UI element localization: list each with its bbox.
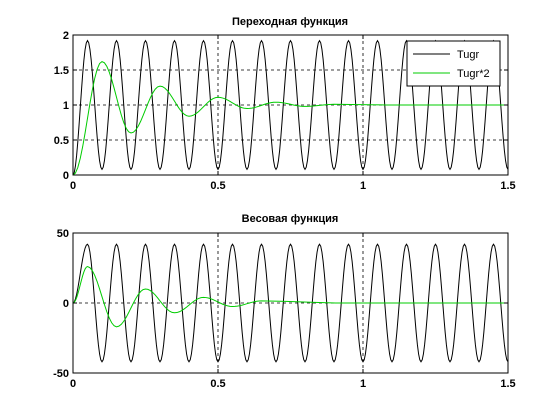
tick-label-y: 1.5 xyxy=(54,65,69,77)
tick-label-x: 0 xyxy=(70,180,76,192)
axes-step-response: 0 0.5 1 1.5 0 0.5 1 1.5 2 Переходная функция Tug… xyxy=(54,16,516,192)
tick-label-x: 1 xyxy=(360,378,366,390)
series-line-tugr2 xyxy=(72,266,508,328)
tick-label-y: 0 xyxy=(63,298,69,310)
tick-label-x: 0 xyxy=(70,378,76,390)
tick-label-x: 1.5 xyxy=(500,378,515,390)
tick-label-x: 1 xyxy=(360,180,366,192)
series-line-tugr xyxy=(72,243,509,363)
tick-label-y: 2 xyxy=(63,30,69,42)
series-line-tugr2 xyxy=(72,61,508,176)
title-step-response: Переходная функция xyxy=(232,16,348,28)
tick-label-y: 50 xyxy=(57,228,69,240)
title-impulse-response: Весовая функция xyxy=(242,213,339,225)
ticks-step: 0 0.5 1 1.5 0 0.5 1 1.5 2 xyxy=(54,30,516,192)
tick-label-y: -50 xyxy=(53,368,69,380)
tick-label-x: 0.5 xyxy=(210,378,225,390)
tick-label-y: 1 xyxy=(63,100,69,112)
legend-box xyxy=(406,40,501,87)
tick-label-x: 0.5 xyxy=(210,180,225,192)
curves-impulse xyxy=(72,243,509,363)
tick-label-x: 1.5 xyxy=(500,180,515,192)
legend-label-tugr2: Tugr*2 xyxy=(457,68,490,80)
tick-label-y: 0.5 xyxy=(54,135,69,147)
legend: Tugr Tugr*2 xyxy=(406,40,501,87)
tick-label-y: 0 xyxy=(63,170,69,182)
legend-label-tugr: Tugr xyxy=(457,49,480,61)
